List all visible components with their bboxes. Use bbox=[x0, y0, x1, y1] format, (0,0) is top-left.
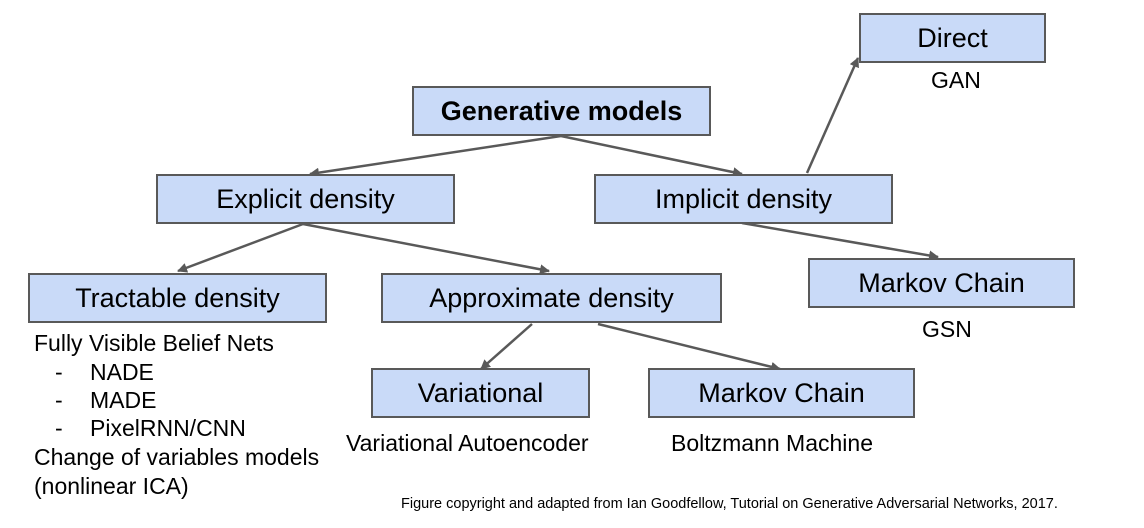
edge-implicit-markov bbox=[741, 221, 939, 261]
note-item-pixelrnn: PixelRNN/CNN bbox=[90, 415, 246, 441]
label-gsn: GSN bbox=[922, 316, 972, 342]
edge-root-implicit bbox=[560, 134, 743, 178]
label-gan: GAN bbox=[931, 67, 981, 93]
node-generative-models: Generative models bbox=[412, 86, 711, 136]
label-variational-autoencoder: Variational Autoencoder bbox=[346, 430, 589, 456]
node-variational: Variational bbox=[371, 368, 590, 418]
note-bullet: - bbox=[55, 359, 63, 385]
note-item-nade: NADE bbox=[90, 359, 154, 385]
node-approximate-density: Approximate density bbox=[381, 273, 722, 323]
node-implicit-density: Implicit density bbox=[594, 174, 893, 224]
note-bullet: - bbox=[55, 387, 63, 413]
note-extra-line-1: Change of variables models bbox=[34, 444, 320, 470]
edge-implicit-direct bbox=[805, 57, 860, 174]
node-direct: Direct bbox=[859, 13, 1046, 63]
figure-caption: Figure copyright and adapted from Ian Go… bbox=[401, 496, 1058, 512]
node-tractable-density: Tractable density bbox=[28, 273, 327, 323]
node-markov-chain-approx: Markov Chain bbox=[648, 368, 915, 418]
note-item-made: MADE bbox=[90, 387, 157, 413]
note-bullet: - bbox=[55, 415, 63, 441]
note-extra-line-2: (nonlinear ICA) bbox=[34, 473, 189, 499]
node-markov-chain-implicit: Markov Chain bbox=[808, 258, 1075, 308]
edge-approx-markov bbox=[597, 322, 781, 372]
edge-explicit-tractable bbox=[177, 222, 304, 273]
note-heading: Fully Visible Belief Nets bbox=[34, 330, 274, 356]
edge-approx-variational bbox=[480, 323, 533, 370]
label-boltzmann-machine: Boltzmann Machine bbox=[671, 430, 873, 456]
node-explicit-density: Explicit density bbox=[156, 174, 455, 224]
edge-root-explicit bbox=[309, 134, 562, 178]
edge-explicit-approximate bbox=[302, 222, 550, 275]
